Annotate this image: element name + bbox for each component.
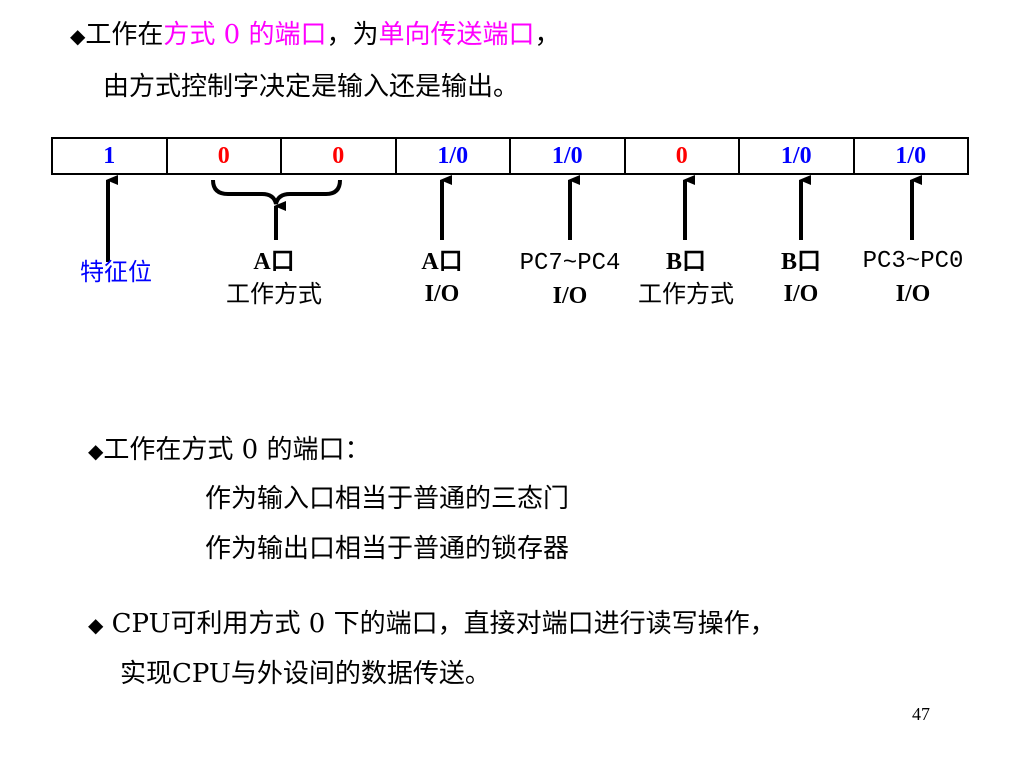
heading-line-1: ◆工作在方式 0 的端口，为单向传送端口，	[70, 20, 561, 51]
heading-highlight-unidirectional: 单向传送端口	[378, 20, 535, 50]
a-io-line1: A口	[421, 249, 463, 275]
diamond-bullet-icon: ◆	[70, 24, 86, 48]
pc-upper-line1: PC7~PC4	[519, 250, 621, 277]
section2-item-output: 作为输出口相当于普通的锁存器	[205, 534, 570, 564]
heading-text-3: ，	[534, 20, 561, 50]
label-a-mode: A口 工作方式	[226, 246, 322, 310]
a-mode-line2: 工作方式	[226, 280, 322, 308]
feature-bit-text: 特征位	[80, 258, 152, 286]
label-b-mode: B口 工作方式	[638, 246, 734, 310]
b-io-line2: I/O	[783, 281, 819, 307]
heading-text-2: ，为	[326, 20, 379, 50]
b-mode-line2: 工作方式	[638, 280, 734, 308]
section2-item-input: 作为输入口相当于普通的三态门	[205, 484, 570, 514]
control-word-register: 1 0 0 1/0 1/0 0 1/0 1/0	[51, 137, 969, 175]
label-a-io: A口 I/O	[421, 246, 462, 310]
register-bit-d3: 1/0	[509, 139, 624, 173]
a-mode-line1: A口	[253, 249, 295, 275]
brace-a-mode	[211, 179, 342, 205]
label-pc-upper: PC7~PC4 I/O	[520, 248, 621, 312]
register-bit-d5: 0	[280, 139, 395, 173]
section3-line-1: ◆ CPU可利用方式 0 下的端口，直接对端口进行读写操作，	[88, 609, 776, 640]
pc-upper-line2: I/O	[552, 283, 588, 309]
b-io-line1: B口	[780, 249, 822, 275]
b-mode-line1: B口	[665, 249, 706, 275]
section2-title: ◆工作在方式 0 的端口：	[88, 435, 370, 466]
register-bit-d6: 0	[165, 139, 281, 173]
register-bit-d7: 1	[103, 142, 116, 169]
section2-title-text: 工作在方式 0 的端口：	[103, 435, 371, 465]
pc-lower-line1: PC3~PC0	[862, 248, 964, 275]
register-bit-d2: 0	[623, 139, 739, 173]
register-bit-d1: 1/0	[738, 139, 853, 173]
heading-line-2: 由方式控制字决定是输入还是输出。	[103, 72, 520, 102]
diamond-bullet-icon: ◆	[88, 439, 104, 463]
section3-line-1-text: CPU可利用方式 0 下的端口，直接对端口进行读写操作，	[103, 609, 776, 639]
page-number: 47	[912, 704, 930, 724]
section3-line-2: 实现CPU与外设间的数据传送。	[120, 659, 491, 689]
label-feature-bit: 特征位	[80, 256, 152, 288]
register-bit-d4: 1/0	[394, 139, 510, 173]
heading-text-1: 工作在	[85, 20, 164, 50]
register-bit-d0: 1/0	[852, 139, 968, 173]
a-io-line2: I/O	[424, 281, 460, 307]
heading-highlight-mode0: 方式 0 的端口	[163, 20, 327, 50]
diamond-bullet-icon: ◆	[88, 613, 104, 637]
pc-lower-line2: I/O	[895, 281, 931, 307]
label-b-io: B口 I/O	[781, 246, 821, 310]
label-pc-lower: PC3~PC0 I/O	[863, 246, 964, 310]
